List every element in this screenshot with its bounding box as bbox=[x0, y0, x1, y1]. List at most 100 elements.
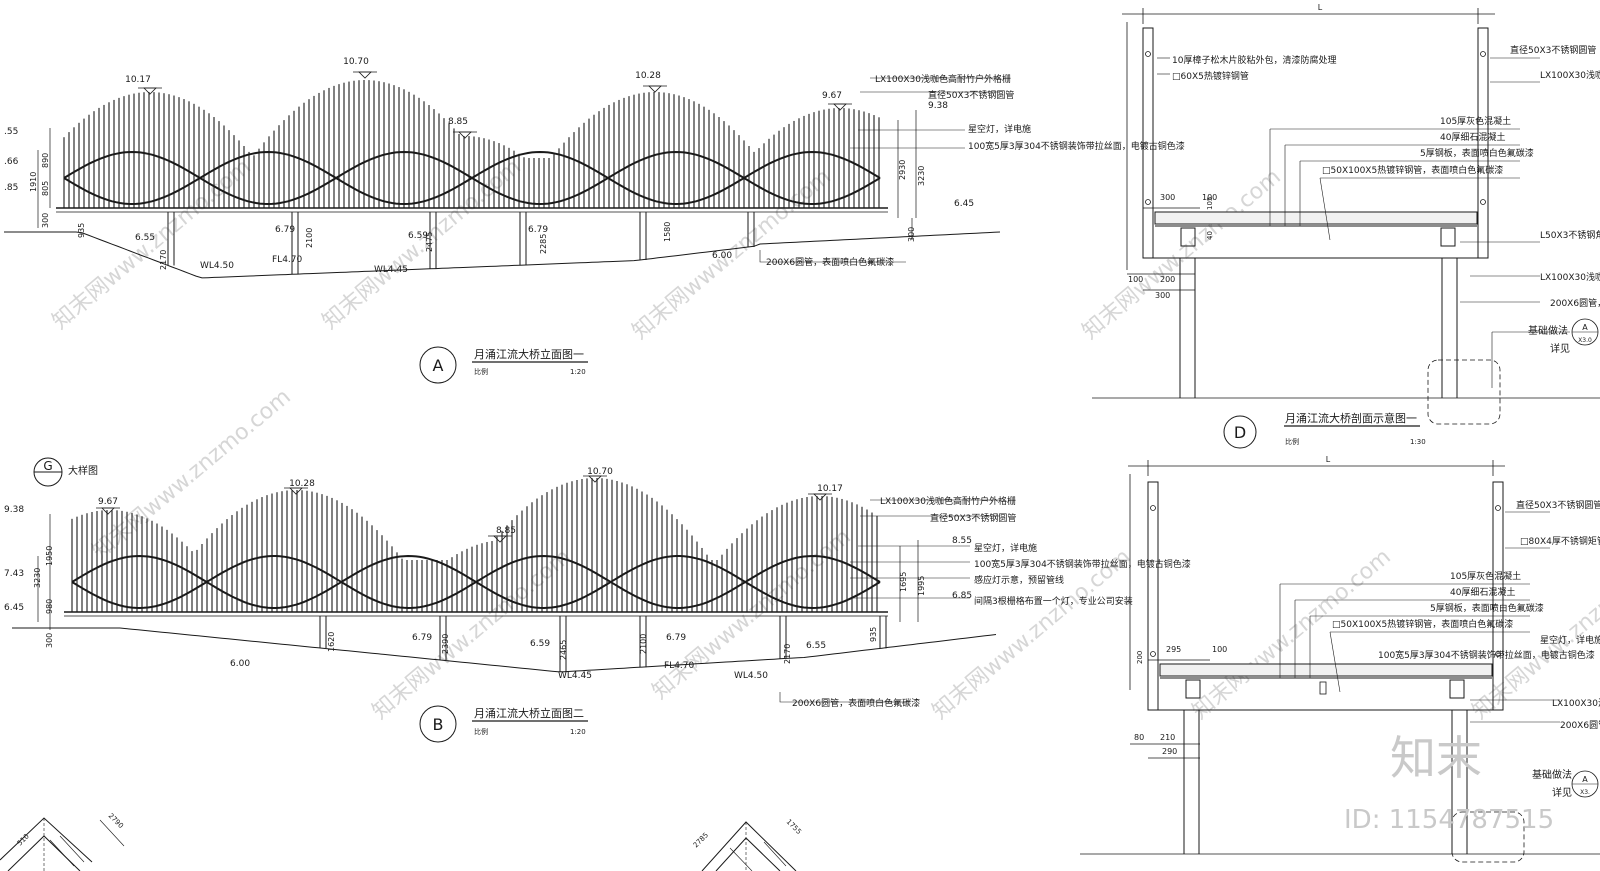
section-d-structure bbox=[1092, 8, 1600, 449]
elev-a-peak-3: 8.85 bbox=[448, 117, 468, 127]
elev-a-ground-3: 6.59 bbox=[408, 231, 428, 241]
sec-d-right-top-2: LX100X30浅咖 bbox=[1540, 69, 1600, 81]
elev-a-symbol: A bbox=[433, 356, 444, 375]
elev-b-ground-2: 6.79 bbox=[412, 633, 432, 643]
elev-a-scale: 1:20 bbox=[570, 368, 586, 376]
elev-a-vdim-9: 300 bbox=[907, 227, 916, 242]
elev-a-ground-5: 6.00 bbox=[712, 251, 732, 261]
elev-a-level-1: .55 bbox=[4, 127, 18, 137]
elev-a-peak-6: 9.38 bbox=[928, 101, 948, 111]
elev-b-peak-3: 8.85 bbox=[496, 526, 516, 536]
elev-b-level-2: 7.43 bbox=[4, 569, 24, 579]
elev-b-vdim-6: 935 bbox=[869, 627, 878, 642]
elev-a-vdim-7: 2930 bbox=[898, 160, 907, 180]
elev-a-callout-1: LX100X30浅咖色高耐竹户外格栅 bbox=[875, 73, 1011, 85]
sec-e-dim-3: 200 bbox=[1136, 651, 1144, 664]
sec-d-dim-1: 300 bbox=[1160, 193, 1175, 202]
sec-d-right-bottom-1: L50X3不锈钢角钢， bbox=[1540, 229, 1600, 241]
elevation-a-structure bbox=[4, 71, 1001, 279]
plan-left-dim-2: 2790 bbox=[107, 812, 125, 830]
elev-b-symbol-circle bbox=[419, 705, 457, 743]
elev-a-ground-6: 6.45 bbox=[954, 199, 974, 209]
elev-a-wave-rail bbox=[63, 150, 881, 206]
sec-e-layer-2: 40厚细石混凝土 bbox=[1450, 586, 1515, 598]
elev-a-level-marker bbox=[358, 71, 372, 79]
sec-d-scale-label: 比例 bbox=[1285, 437, 1299, 446]
elev-b-peak-4: 10.70 bbox=[587, 467, 613, 477]
detail-g-symbol: G bbox=[43, 459, 52, 473]
sec-d-right-bottom-3: 200X6圆管， bbox=[1550, 297, 1600, 309]
elev-b-vdim-3: 2465 bbox=[559, 640, 568, 660]
elev-b-callout-4: 100宽5厚3厚304不锈钢装饰带拉丝面，电镀古铜色漆 bbox=[974, 558, 1191, 570]
section-d: L 10厚樟子松木片胶粘外包，清漆防腐处理 □60X5热镀锌钢管 直径50X3不… bbox=[1092, 3, 1600, 449]
plan-fragment-right bbox=[701, 821, 797, 871]
elevation-b-structure bbox=[12, 475, 1000, 703]
section-e-structure bbox=[1080, 460, 1600, 863]
sec-e-lamp-2: 100宽5厚3厚304不锈钢装饰带拉丝面，电镀古铜色漆 bbox=[1378, 649, 1595, 661]
elev-a-peak-1: 10.17 bbox=[125, 75, 151, 85]
elev-a-vdim-1: 935 bbox=[77, 223, 86, 238]
elev-b-water-1: WL4.45 bbox=[558, 671, 592, 681]
elev-b-water-2: FL4.70 bbox=[664, 661, 695, 671]
sec-e-span: L bbox=[1326, 455, 1331, 464]
elev-a-vdim-5: 2285 bbox=[539, 234, 548, 254]
elevation-b: G 大样图 9.67 10.28 8.85 10.70 10.17 8.55 9… bbox=[4, 457, 1191, 743]
elev-a-water-2: FL4.70 bbox=[272, 255, 303, 265]
elev-a-title: 月涌江流大桥立面图一 bbox=[474, 347, 584, 361]
elev-a-ground-line bbox=[4, 231, 1001, 279]
elev-a-callout-3: 星空灯，详电施 bbox=[968, 123, 1031, 135]
watermark-tile: 知末网www.znzmo.com bbox=[1078, 164, 1286, 344]
sec-d-right-bottom-2: LX100X30浅咖 bbox=[1540, 271, 1600, 283]
elev-b-title: 月涌江流大桥立面图二 bbox=[474, 706, 584, 720]
elev-b-wave-rail bbox=[71, 554, 881, 610]
elev-b-peak-5: 10.17 bbox=[817, 484, 843, 494]
elev-a-ground-1: 6.55 bbox=[135, 233, 155, 243]
sec-d-layer-1: 105厚灰色混凝土 bbox=[1440, 115, 1511, 127]
elev-b-level-3: 6.45 bbox=[4, 603, 24, 613]
elev-a-vdim-4: 2475 bbox=[425, 232, 434, 252]
elev-b-dim-left-1: 1950 bbox=[45, 546, 54, 566]
plan-right-dim-1: 2785 bbox=[692, 831, 710, 849]
elev-b-ground-1: 6.00 bbox=[230, 659, 250, 669]
elev-b-vdim-8: 1995 bbox=[917, 576, 926, 596]
sec-d-layer-3: 5厚钢板，表面喷白色氟碳漆 bbox=[1420, 147, 1534, 159]
sec-d-ref-symbol: A bbox=[1582, 323, 1588, 332]
brand-watermark-logo: 知末 bbox=[1390, 731, 1482, 785]
elev-b-leader bbox=[779, 692, 910, 703]
elev-b-vdim-5: 2170 bbox=[783, 644, 792, 664]
elev-b-peak-2: 10.28 bbox=[289, 479, 315, 489]
sec-e-foundation: 基础做法 bbox=[1532, 768, 1572, 781]
elev-a-callout-2: 直径50X3不锈钢圆管 bbox=[928, 89, 1014, 101]
sec-e-layer-3: 5厚钢板，表面喷白色氟碳漆 bbox=[1430, 602, 1544, 614]
sec-e-dim-4: 80 bbox=[1134, 733, 1144, 742]
detail-g-label: 大样图 bbox=[68, 464, 98, 477]
elev-a-level-marker bbox=[648, 85, 662, 93]
sec-d-dim-7: 300 bbox=[1155, 291, 1170, 300]
elev-a-water-3: WL4.45 bbox=[374, 265, 408, 275]
sec-d-symbol: D bbox=[1234, 423, 1246, 442]
sec-d-title: 月涌江流大桥剖面示意图一 bbox=[1285, 411, 1417, 425]
elev-a-ground-2: 6.79 bbox=[275, 225, 295, 235]
sec-d-dim-2: 100 bbox=[1202, 193, 1217, 202]
elev-b-scale: 1:20 bbox=[570, 728, 586, 736]
elev-a-leader bbox=[759, 250, 906, 263]
plan-right-dim-2: 1755 bbox=[785, 818, 803, 836]
elev-b-ground-3: 6.59 bbox=[530, 639, 550, 649]
elev-a-vdim-2: 2170 bbox=[159, 250, 168, 270]
elev-b-water-3: WL4.50 bbox=[734, 671, 768, 681]
sec-d-dim-3: 105 bbox=[1206, 197, 1214, 210]
elev-b-level-1: 9.38 bbox=[4, 505, 24, 515]
sec-e-dim-1: 295 bbox=[1166, 645, 1181, 654]
sec-d-dim-6: 200 bbox=[1160, 275, 1175, 284]
sec-e-dim-2: 100 bbox=[1212, 645, 1227, 654]
sec-e-ref-symbol: A bbox=[1582, 775, 1588, 784]
elev-b-callout-1: LX100X30浅咖色高耐竹户外格栅 bbox=[880, 495, 1016, 507]
elev-b-ground-5: 6.55 bbox=[806, 641, 826, 651]
elev-b-level-marker bbox=[493, 535, 507, 543]
sec-d-foundation: 基础做法 bbox=[1528, 324, 1568, 337]
elev-b-callout-3: 星空灯，详电施 bbox=[974, 542, 1037, 554]
sec-e-right-callout-1: 直径50X3不锈钢圆管 bbox=[1516, 499, 1600, 511]
elevation-b-pickets bbox=[71, 478, 878, 612]
elev-b-peak-1: 9.67 bbox=[98, 497, 118, 507]
